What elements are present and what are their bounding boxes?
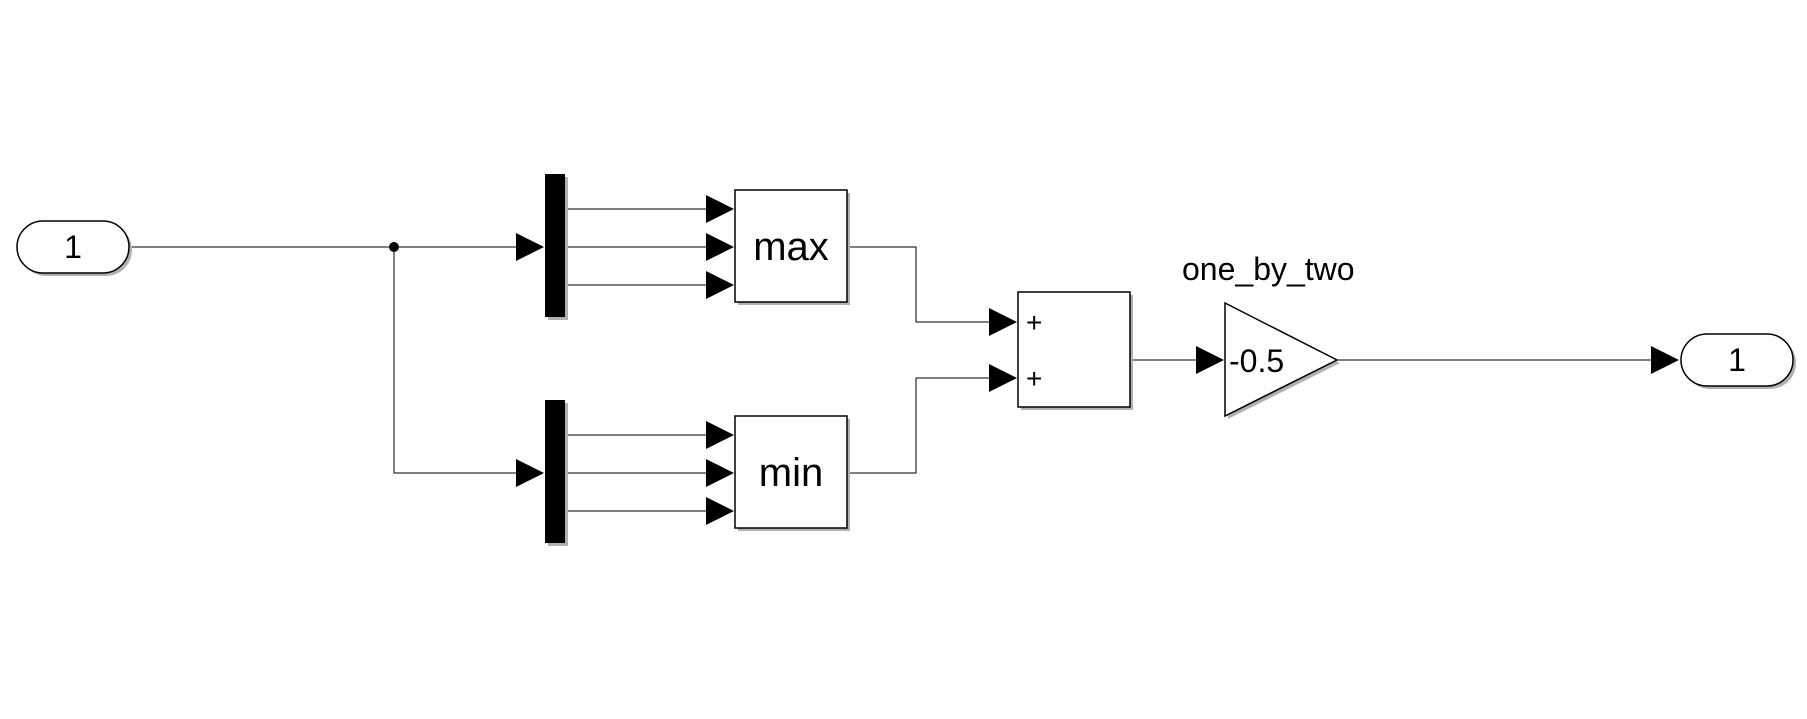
arrowhead-mux-bottom-in: [516, 459, 544, 487]
wire-branch-to-mux-bottom[interactable]: [393, 247, 516, 474]
min-block-label: min: [759, 451, 823, 495]
arrowhead-min-in-1: [706, 421, 734, 449]
outport-label: 1: [1728, 342, 1746, 378]
sum-sign-1: +: [1026, 307, 1042, 338]
inport-block[interactable]: 1: [16, 220, 132, 276]
mux-block-bottom[interactable]: [545, 400, 568, 546]
arrowhead-gain-in: [1196, 346, 1224, 374]
inport-label: 1: [64, 229, 82, 265]
max-block-label: max: [753, 225, 829, 269]
arrowhead-sum-in-2: [989, 364, 1017, 392]
wire-max-to-sum[interactable]: [848, 246, 989, 323]
arrowhead-max-in-1: [706, 195, 734, 223]
arrowhead-min-in-3: [706, 497, 734, 525]
max-block[interactable]: max: [734, 189, 850, 305]
sum-block[interactable]: + +: [1017, 291, 1133, 410]
signal-wires: [132, 208, 1651, 512]
arrowhead-max-in-2: [706, 233, 734, 261]
arrowhead-min-in-2: [706, 459, 734, 487]
branch-point: [389, 242, 399, 252]
gain-block-name: one_by_two: [1182, 251, 1355, 287]
arrowhead-sum-in-1: [989, 308, 1017, 336]
sum-sign-2: +: [1026, 363, 1042, 394]
signal-arrowheads: [516, 195, 1679, 525]
arrowhead-mux-top-in: [516, 233, 544, 261]
mux-block-top[interactable]: [545, 174, 568, 320]
min-block[interactable]: min: [734, 415, 850, 531]
gain-block[interactable]: -0.5: [1224, 301, 1340, 419]
arrowhead-outport-in: [1651, 346, 1679, 374]
outport-block[interactable]: 1: [1680, 333, 1796, 389]
gain-value: -0.5: [1229, 343, 1284, 379]
wire-min-to-sum[interactable]: [848, 377, 989, 474]
arrowhead-max-in-3: [706, 271, 734, 299]
